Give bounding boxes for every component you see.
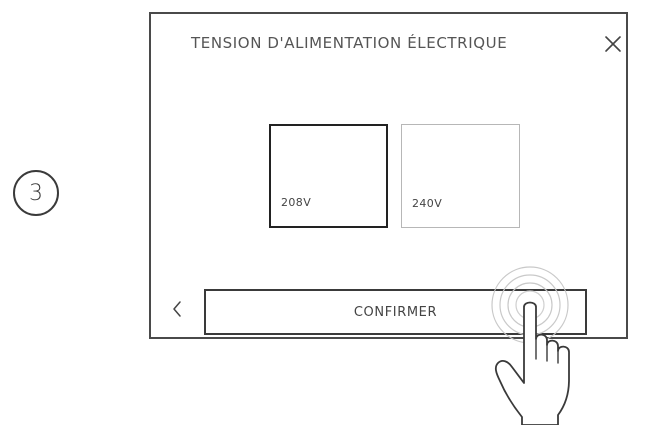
step-number-badge: 3	[13, 170, 59, 216]
dialog-title: TENSION D'ALIMENTATION ÉLECTRIQUE	[191, 34, 508, 52]
voltage-option-208v[interactable]: 208V	[269, 124, 388, 228]
chevron-left-icon[interactable]	[171, 300, 183, 318]
step-number: 3	[29, 180, 43, 206]
voltage-option-label: 240V	[412, 197, 443, 210]
voltage-option-label: 208V	[281, 196, 312, 209]
voltage-option-240v[interactable]: 240V	[401, 124, 520, 228]
tap-hand-icon	[491, 266, 570, 425]
close-icon[interactable]	[603, 34, 623, 54]
voltage-dialog: TENSION D'ALIMENTATION ÉLECTRIQUE 208V 2…	[149, 12, 628, 339]
